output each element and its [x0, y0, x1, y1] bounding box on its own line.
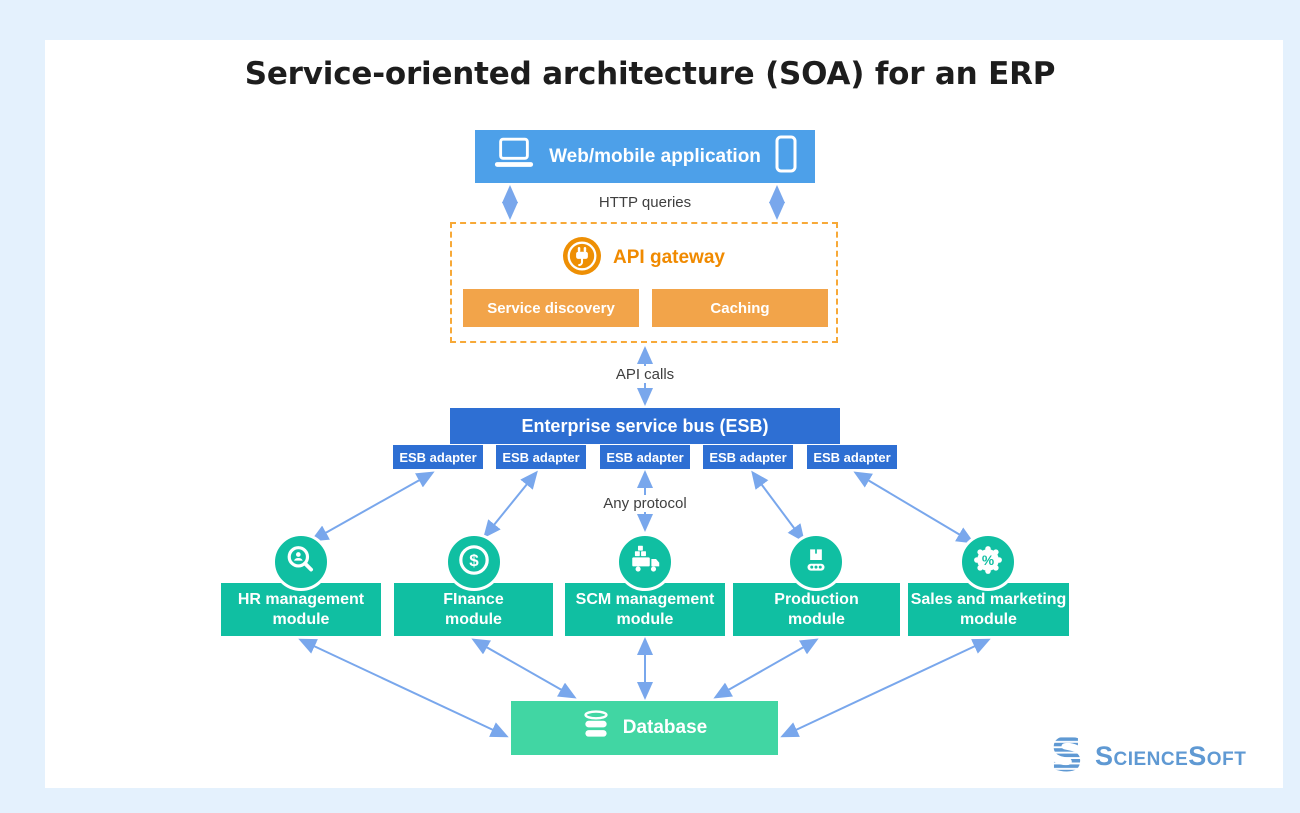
sales-module-circle: % [959, 533, 1017, 591]
esb-adapter-1: ESB adapter [393, 445, 483, 469]
production-module-circle [787, 533, 845, 591]
module-label-line1: Production [774, 590, 859, 608]
module-label-line2: module [788, 610, 845, 628]
module-label-line1: Sales and marketing [910, 590, 1067, 608]
sciencesoft-logo: S ScienceSoft [1048, 728, 1247, 782]
module-label-line1: HR management [237, 590, 365, 608]
web-mobile-application-node: Web/mobile application [475, 130, 815, 183]
discount-badge-icon: % [971, 543, 1005, 582]
enterprise-service-bus-node: Enterprise service bus (ESB) [450, 408, 840, 444]
service-discovery-box: Service discovery [463, 289, 639, 327]
finance-module: FInance module [394, 583, 553, 636]
esb-adapter-5: ESB adapter [807, 445, 897, 469]
dollar-icon: $ [457, 543, 491, 582]
hr-management-module: HR management module [221, 583, 381, 636]
module-label-line2: module [960, 610, 1017, 628]
module-label-line2: module [445, 610, 502, 628]
web-mobile-application-label: Web/mobile application [549, 145, 761, 167]
module-label-line2: module [616, 610, 674, 628]
page-title: Service-oriented architecture (SOA) for … [244, 56, 1056, 92]
esb-adapter-3: ESB adapter [600, 445, 690, 469]
esb-adapter-4: ESB adapter [703, 445, 793, 469]
api-gateway-label: API gateway [613, 247, 725, 268]
user-search-icon [284, 543, 318, 582]
database-label: Database [622, 717, 708, 738]
hr-module-circle [272, 533, 330, 591]
scm-module-circle [616, 533, 674, 591]
module-label-line2: module [272, 610, 330, 628]
laptop-icon [493, 137, 535, 176]
svg-text:S: S [1050, 732, 1083, 776]
smartphone-icon [775, 135, 797, 179]
conveyor-box-icon [799, 543, 833, 582]
any-protocol-label: Any protocol [596, 495, 694, 512]
database-node: Database [511, 701, 778, 755]
sciencesoft-logo-mark: S [1048, 728, 1086, 782]
svg-text:$: $ [469, 550, 479, 569]
caching-box: Caching [652, 289, 828, 327]
plug-icon [563, 236, 602, 280]
truck-icon [628, 543, 662, 582]
module-label-line1: SCM management [575, 590, 715, 608]
database-icon [582, 710, 610, 746]
production-module: Production module [733, 583, 900, 636]
sciencesoft-logo-text: ScienceSoft [1095, 740, 1247, 771]
svg-text:%: % [982, 551, 994, 567]
api-calls-label: API calls [608, 366, 682, 383]
http-queries-label: HTTP queries [591, 194, 699, 211]
esb-adapter-2: ESB adapter [496, 445, 586, 469]
module-label-line1: FInance [443, 590, 504, 608]
sales-marketing-module: Sales and marketing module [908, 583, 1069, 636]
finance-module-circle: $ [445, 533, 503, 591]
api-gateway-node: API gateway Service discovery Caching [450, 222, 838, 343]
scm-management-module: SCM management module [565, 583, 725, 636]
